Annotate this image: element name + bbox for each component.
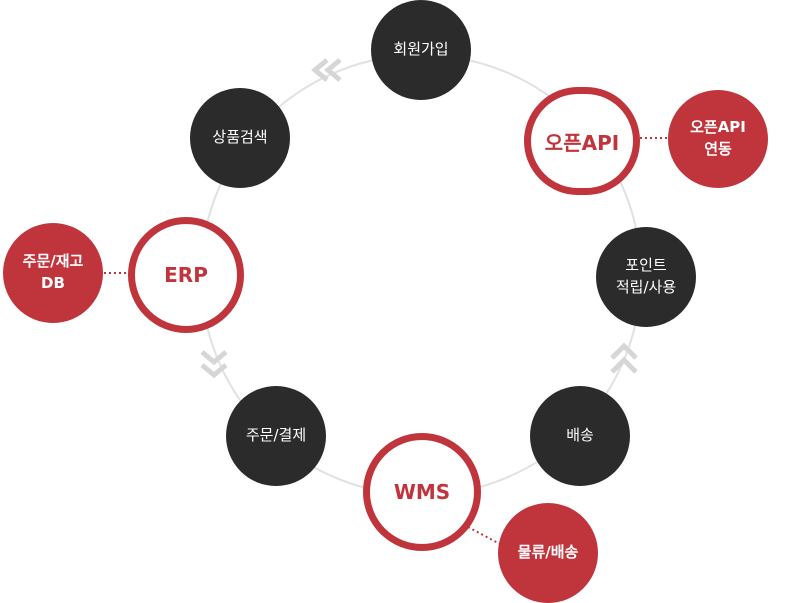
node-order-payment: 주문/결제 bbox=[226, 386, 326, 486]
node-points-label: 포인트 적립/사용 bbox=[615, 256, 677, 296]
node-logistics-label: 물류/배송 bbox=[517, 543, 579, 562]
chevron-left-icon bbox=[311, 58, 342, 82]
node-signup-label: 회원가입 bbox=[393, 40, 449, 59]
node-signup: 회원가입 bbox=[371, 0, 471, 100]
node-delivery-label: 배송 bbox=[566, 426, 594, 445]
node-order-stock-db-label: 주문/재고 DB bbox=[22, 252, 84, 292]
node-wms-label: WMS bbox=[393, 480, 451, 504]
node-erp: ERP bbox=[128, 217, 244, 333]
chevron-down-icon bbox=[200, 350, 228, 379]
node-open-api-link-label: 오픈API 연동 bbox=[690, 118, 746, 158]
node-open-api-label: 오픈API bbox=[544, 130, 620, 155]
node-order-stock-db: 주문/재고 DB bbox=[3, 223, 103, 323]
node-logistics: 물류/배송 bbox=[498, 503, 598, 603]
node-wms: WMS bbox=[363, 433, 481, 551]
chevron-up-icon bbox=[610, 342, 638, 374]
node-open-api-link: 오픈API 연동 bbox=[668, 90, 768, 188]
node-product-search-label: 상품검색 bbox=[212, 128, 268, 147]
connector-wms bbox=[467, 526, 501, 545]
node-delivery: 배송 bbox=[530, 386, 630, 486]
node-product-search: 상품검색 bbox=[190, 88, 290, 188]
node-erp-label: ERP bbox=[164, 263, 208, 287]
node-points: 포인트 적립/사용 bbox=[596, 227, 696, 327]
node-open-api: 오픈API bbox=[524, 87, 640, 195]
node-order-payment-label: 주문/결제 bbox=[245, 426, 307, 445]
